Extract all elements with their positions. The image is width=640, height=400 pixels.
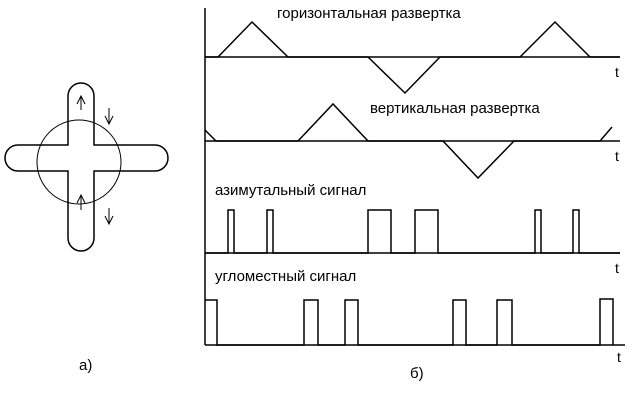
timing-diagram: t горизонтальная развертка t вертикальна… [204, 5, 625, 365]
arrow-up-icon [76, 193, 86, 210]
cross-outline [4, 82, 169, 252]
track-label: угломестный сигнал [215, 268, 356, 285]
direction-arrows [76, 94, 114, 226]
arrow-down-icon [104, 208, 114, 226]
track-label: вертикальная развертка [370, 100, 540, 117]
axis-t-label: t [615, 148, 619, 164]
sweep-waveform [204, 102, 613, 180]
cross-scan-figure [4, 82, 169, 252]
axis-t-label: t [615, 64, 619, 80]
panel-a-caption: а) [79, 357, 92, 374]
axis-t-label: t [617, 349, 621, 365]
track-label: азимутальный сигнал [215, 182, 366, 199]
pulse-train [205, 298, 614, 346]
scan-circle [36, 119, 122, 205]
sweep-waveform [205, 20, 620, 95]
track-elevation-signal: t угломестный сигнал [205, 268, 625, 365]
arrow-up-icon [76, 94, 86, 110]
track-label: горизонтальная развертка [277, 5, 461, 22]
pulse-train [205, 209, 620, 254]
axis-t-label: t [615, 260, 619, 276]
track-vertical-sweep: t вертикальная развертка [204, 100, 620, 180]
arrow-down-icon [104, 108, 114, 126]
track-azimuth-signal: t азимутальный сигнал [205, 182, 620, 276]
track-horizontal-sweep: t горизонтальная развертка [205, 5, 620, 95]
panel-b-caption: б) [410, 365, 424, 382]
